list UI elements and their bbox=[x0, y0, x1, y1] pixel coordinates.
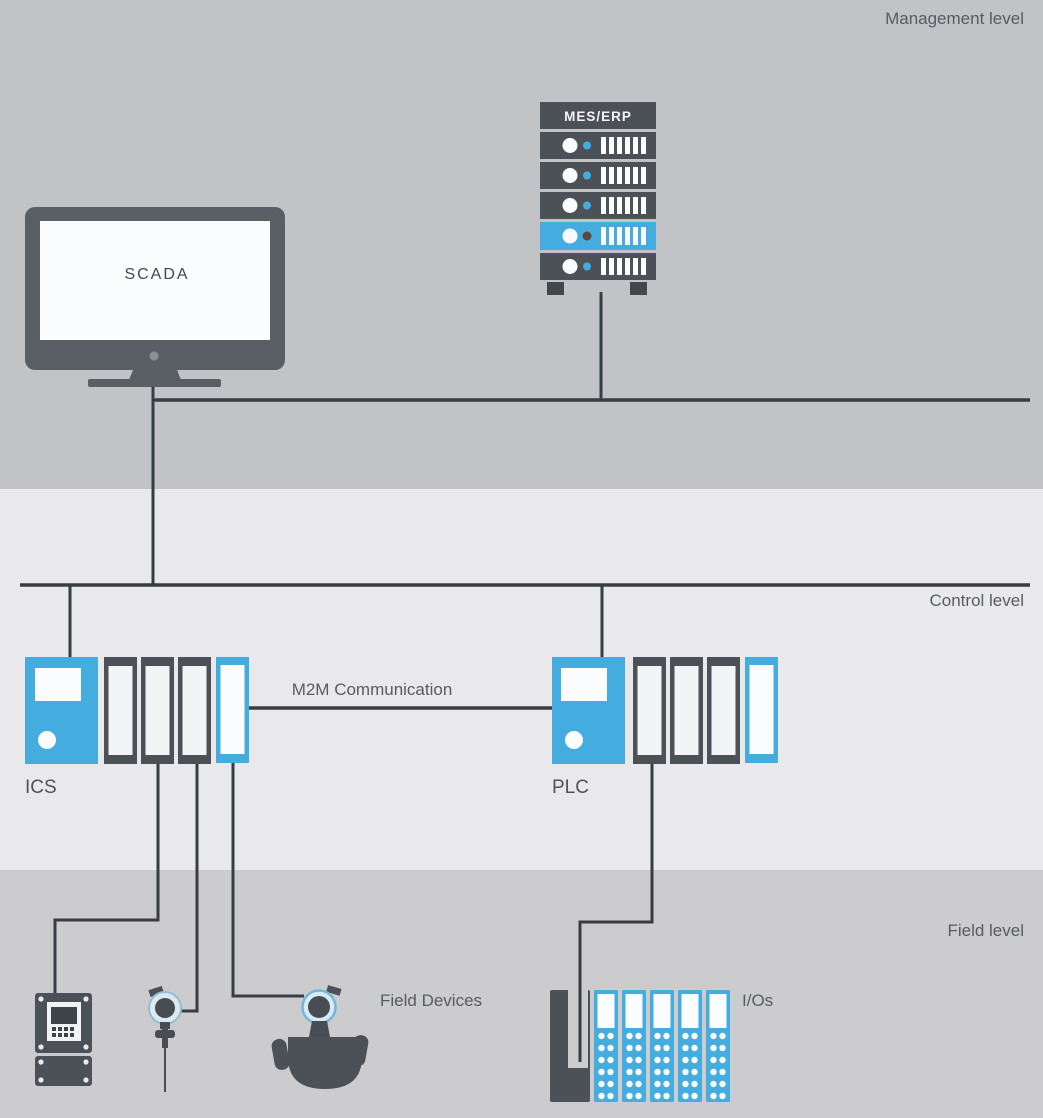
io-module-4 bbox=[678, 990, 702, 1102]
ics-module-2 bbox=[141, 657, 174, 764]
temp-sensor-neck bbox=[160, 1022, 170, 1029]
ics-cpu-button bbox=[38, 731, 56, 749]
plc-module-3 bbox=[707, 657, 740, 764]
ics-module-4-blue bbox=[216, 657, 249, 763]
scada-label: SCADA bbox=[124, 266, 189, 283]
field-level-label: Field level bbox=[947, 921, 1024, 940]
server-label: MES/ERP bbox=[564, 109, 632, 124]
scada-monitor: SCADA bbox=[25, 207, 285, 387]
management-level-label: Management level bbox=[885, 9, 1024, 28]
ios-label: I/Os bbox=[742, 991, 773, 1010]
power-meter-screws-lower bbox=[38, 1059, 89, 1083]
power-meter bbox=[35, 993, 92, 1086]
power-meter-lower-body bbox=[35, 1056, 92, 1086]
monitor-stand-base bbox=[88, 379, 221, 387]
ics-controller bbox=[25, 657, 249, 764]
flow-meter-head-core bbox=[308, 996, 330, 1018]
power-meter-buttons bbox=[52, 1027, 74, 1037]
server-unit-2 bbox=[540, 162, 656, 189]
plc-to-io-line bbox=[578, 763, 654, 992]
flow-meter bbox=[271, 985, 369, 1089]
field-devices-label: Field Devices bbox=[380, 991, 482, 1010]
plc-label: PLC bbox=[552, 777, 589, 798]
io-module-3 bbox=[650, 990, 674, 1102]
io-rack bbox=[550, 988, 730, 1102]
mes-erp-server: MES/ERP bbox=[540, 102, 656, 295]
server-unit-3 bbox=[540, 192, 656, 219]
plc-module-2 bbox=[670, 657, 703, 764]
control-level-label: Control level bbox=[930, 591, 1025, 610]
monitor-camera-dot-icon bbox=[149, 351, 159, 361]
monitor-screen bbox=[40, 221, 270, 340]
plc-module-4-blue bbox=[745, 657, 778, 763]
ics-to-flow-meter-line bbox=[231, 763, 304, 998]
temp-sensor-tab bbox=[148, 985, 164, 997]
ics-to-meter-line bbox=[53, 763, 160, 995]
server-foot-right bbox=[630, 282, 647, 295]
temperature-sensor bbox=[148, 985, 182, 1092]
plc-cpu-display bbox=[561, 668, 607, 701]
power-meter-display bbox=[51, 1007, 77, 1024]
plc-cpu-button bbox=[565, 731, 583, 749]
plc-controller bbox=[552, 657, 778, 764]
flow-meter-tab bbox=[326, 985, 342, 996]
ics-label: ICS bbox=[25, 777, 57, 798]
io-module-2 bbox=[622, 990, 646, 1102]
m2m-label: M2M Communication bbox=[292, 680, 453, 699]
ics-module-1 bbox=[104, 657, 137, 764]
network-connections bbox=[20, 292, 1030, 1013]
io-module-5 bbox=[706, 990, 730, 1102]
ics-to-temp-sensor-line bbox=[178, 763, 199, 1013]
io-bracket-notch bbox=[568, 988, 588, 1068]
plc-module-1 bbox=[633, 657, 666, 764]
ics-cpu-display bbox=[35, 668, 81, 701]
server-unit-1 bbox=[540, 132, 656, 159]
flow-meter-body bbox=[288, 1037, 362, 1089]
temp-sensor-fitting-horizontal bbox=[155, 1030, 175, 1038]
temp-sensor-head-core bbox=[155, 998, 175, 1018]
server-foot-left bbox=[547, 282, 564, 295]
power-meter-screws-upper bbox=[38, 996, 89, 1050]
server-unit-4-active bbox=[540, 222, 656, 250]
server-header bbox=[540, 102, 656, 129]
server-unit-5 bbox=[540, 253, 656, 280]
flow-meter-flange-left bbox=[271, 1038, 290, 1070]
io-module-1 bbox=[594, 990, 618, 1102]
flow-meter-neck bbox=[309, 1021, 330, 1037]
ics-module-3 bbox=[178, 657, 211, 764]
